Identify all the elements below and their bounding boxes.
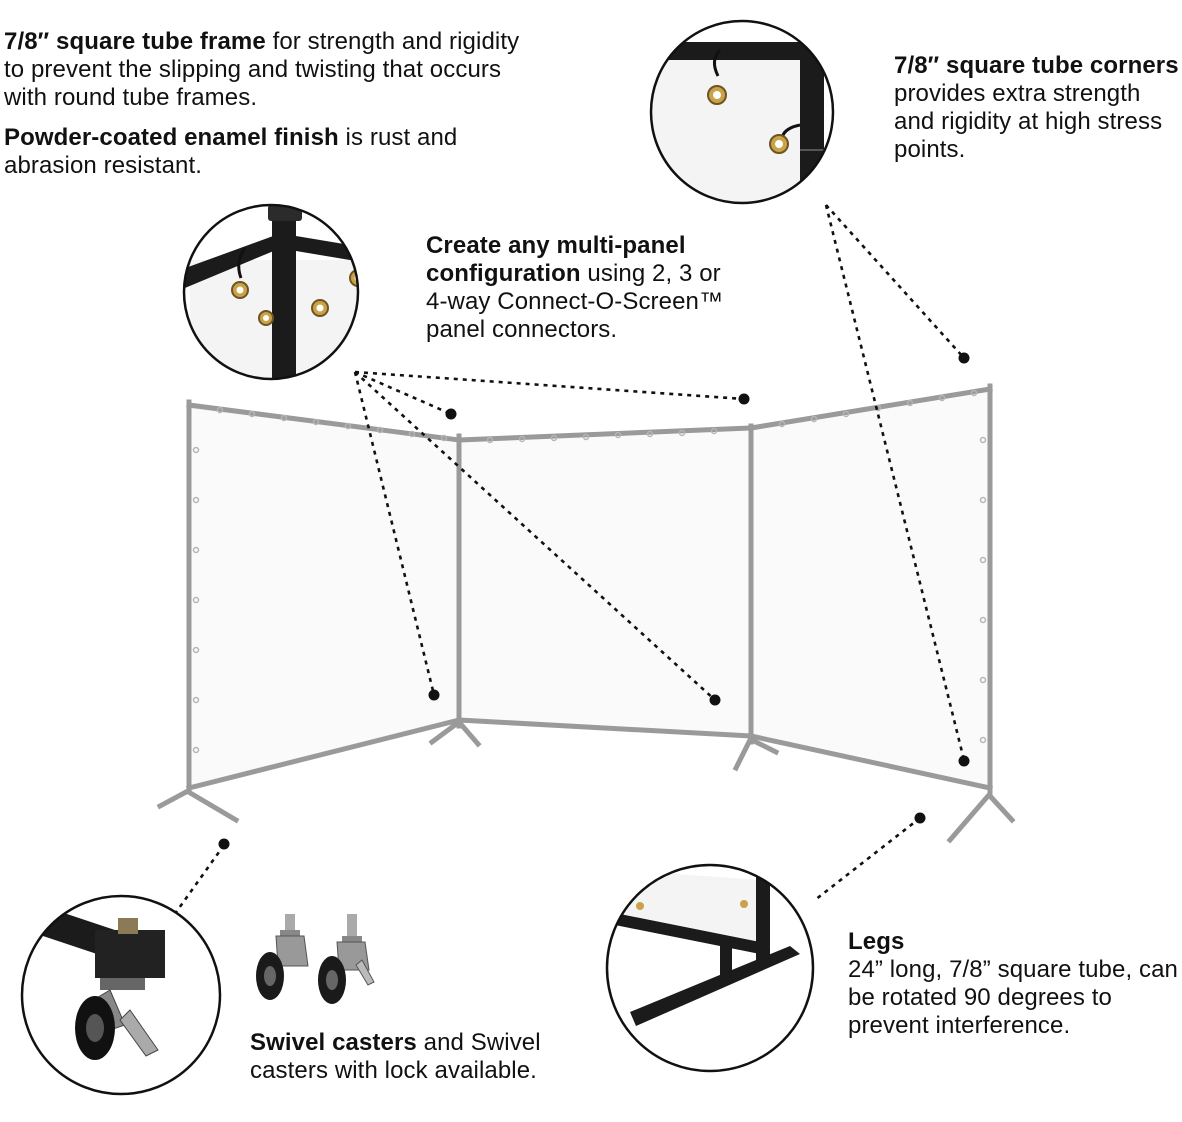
frame-callout-text: for strength and rigidity to prevent the…	[4, 28, 520, 111]
panel-grommets	[192, 389, 987, 754]
corner-detail-icon	[649, 19, 835, 205]
multipanel-callout: Create any multi-panel configuration usi…	[426, 232, 746, 344]
leader-lines	[170, 204, 966, 919]
frame-callout-title: 7/8″ square tube frame	[4, 28, 266, 55]
caster-detail-icon	[20, 894, 222, 1096]
casters-callout-text: and Swivel casters with lock available.	[250, 1029, 541, 1084]
leader-dots	[218, 352, 970, 850]
legs-callout-title: Legs	[848, 928, 905, 955]
three-panel-screen	[156, 383, 1016, 844]
multipanel-callout-text: using 2, 3 or 4-way Connect-O-Screen™ pa…	[426, 260, 724, 343]
legs-callout-text: 24” long, 7/8” square tube, can be rotat…	[848, 956, 1178, 1039]
casters-callout-title: Swivel casters	[250, 1029, 417, 1056]
frame-callout: 7/8″ square tube frame for strength and …	[4, 28, 544, 180]
connector-detail-icon	[182, 203, 360, 381]
casters-callout: Swivel casters and Swivel casters with l…	[250, 1029, 570, 1085]
legs-callout: Legs 24” long, 7/8” square tube, can be …	[848, 928, 1178, 1040]
middle-panel-curtain	[459, 427, 751, 737]
leg-detail-icon	[605, 863, 815, 1073]
screen-frame	[156, 383, 1016, 844]
caster-pair-icon	[256, 914, 375, 1004]
finish-callout-text: is rust and abrasion resistant.	[4, 124, 458, 179]
corners-callout-text: provides extra strength and rigidity at …	[894, 80, 1163, 163]
corners-callout: 7/8″ square tube corners provides extra …	[894, 52, 1180, 164]
corners-callout-title: 7/8″ square tube corners	[894, 52, 1179, 79]
multipanel-callout-title: Create any multi-panel configuration	[426, 232, 686, 287]
finish-callout-title: Powder-coated enamel finish	[4, 124, 339, 151]
right-panel-curtain	[751, 387, 989, 789]
